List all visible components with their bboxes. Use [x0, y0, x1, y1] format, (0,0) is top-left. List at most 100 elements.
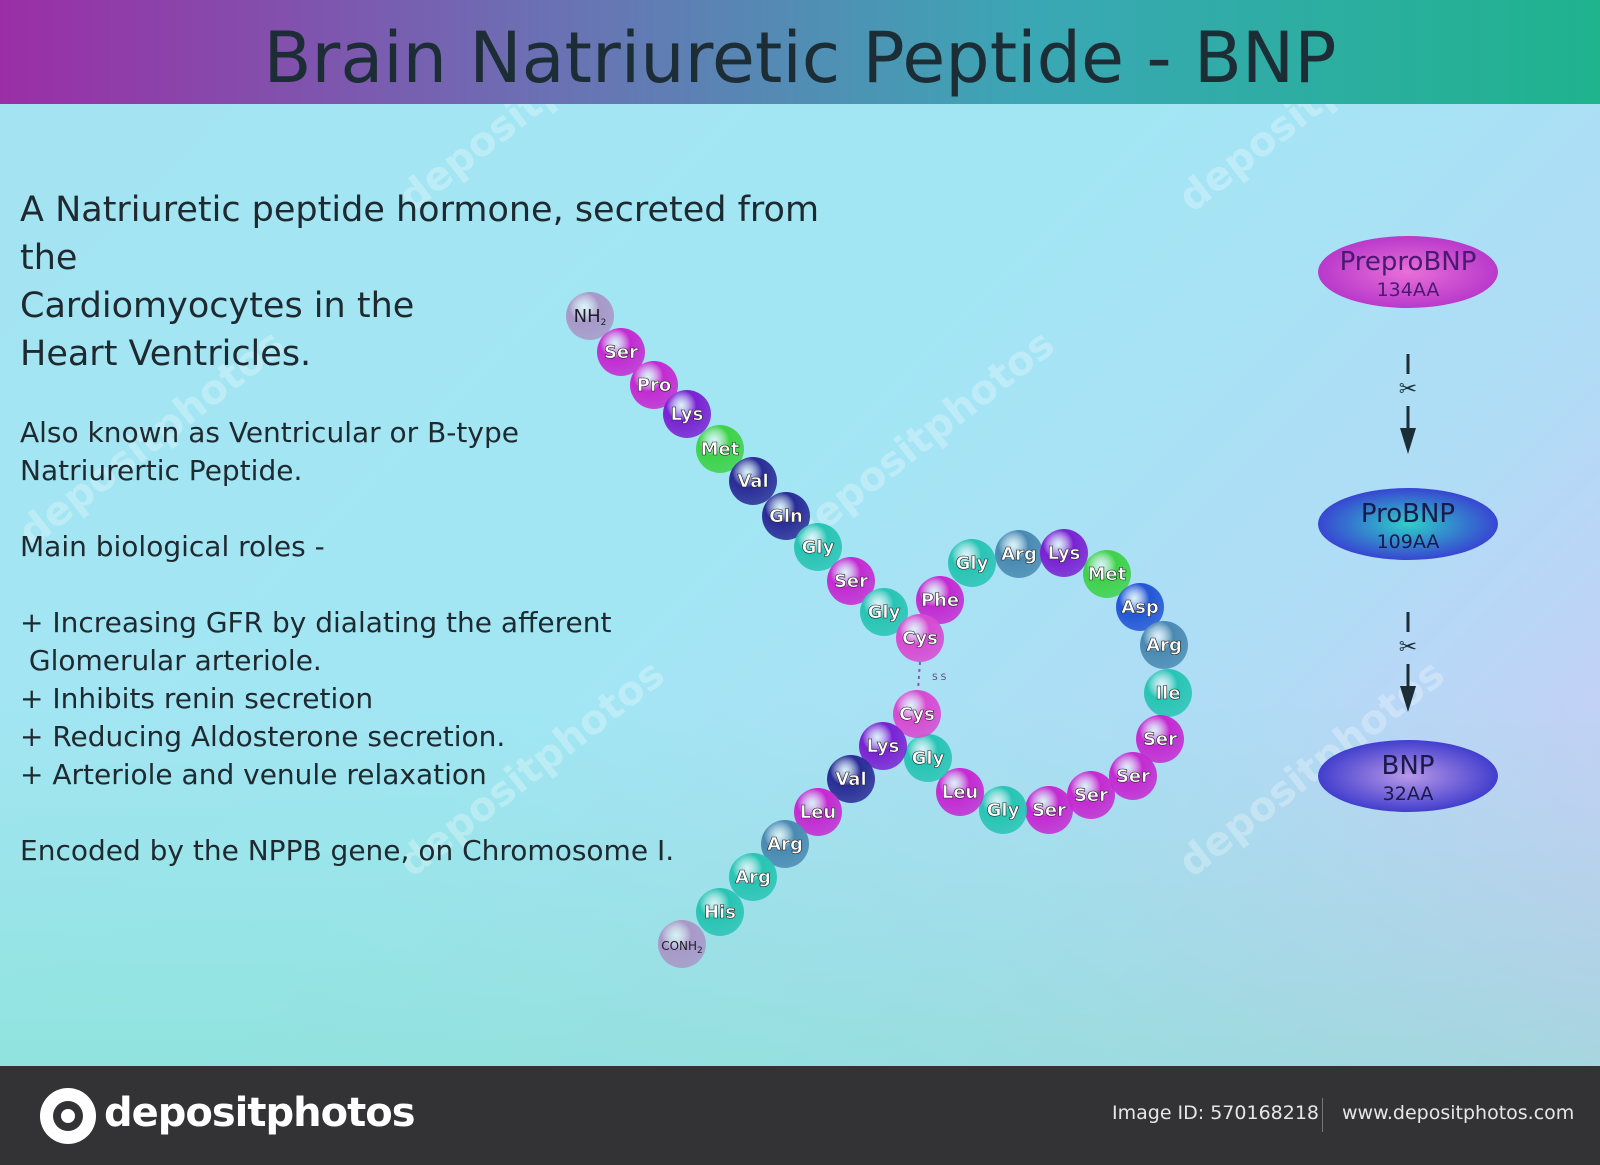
residue-gly-bead	[904, 734, 952, 782]
residue-gly-label: Gly	[802, 537, 835, 558]
residue-val-label: Val	[737, 471, 768, 492]
stage-ellipse-preprobnp	[1318, 236, 1498, 308]
residue-arg-bead	[729, 853, 777, 901]
aka-line: Also known as Ventricular or B-type	[20, 416, 519, 449]
disulfide-bond	[917, 661, 921, 691]
residue-ser-label: Ser	[1116, 766, 1150, 787]
role-item: Glomerular arteriole.	[20, 644, 322, 677]
residue-met-label: Met	[701, 439, 740, 460]
image-id: Image ID: 570168218	[1112, 1102, 1320, 1124]
residue-arg-label: Arg	[735, 867, 771, 888]
residue-gly-label: Gly	[987, 800, 1020, 821]
residue-arg-bead	[761, 820, 809, 868]
n-terminus-label: NH2	[574, 306, 607, 328]
footer-divider	[1322, 1098, 1323, 1132]
role-item: + Inhibits renin secretion	[20, 682, 374, 715]
intro-line: Cardiomyocytes in the	[20, 286, 415, 326]
stage-name: PreproBNP	[1340, 247, 1477, 277]
residue-cys-bead	[896, 614, 944, 662]
residue-gly-bead	[948, 539, 996, 587]
residue-met-bead	[1083, 550, 1131, 598]
role-item: + Increasing GFR by dialating the affere…	[20, 606, 612, 639]
residue-ser-bead	[1136, 715, 1184, 763]
n-terminus-bead	[566, 292, 614, 340]
role-item: + Arteriole and venule relaxation	[20, 758, 487, 791]
residue-phe-label: Phe	[921, 590, 959, 611]
camera-lens-dot-icon	[61, 1109, 75, 1123]
intro-line: A Natriuretic peptide hormone, secreted …	[20, 190, 820, 230]
c-terminus-label: CONH2	[661, 939, 703, 956]
residue-lys-bead	[663, 390, 711, 438]
residue-phe-bead	[916, 576, 964, 624]
residue-cys-bead	[893, 690, 941, 738]
residue-lys-label: Lys	[1048, 543, 1081, 564]
residue-leu-label: Leu	[942, 782, 979, 803]
arrow-head-icon	[1400, 428, 1416, 454]
arrow-head-icon	[1400, 686, 1416, 712]
title-bar	[0, 0, 1600, 104]
residue-val-bead	[827, 755, 875, 803]
residue-gly-label: Gly	[912, 748, 945, 769]
disulfide-label: S S	[932, 673, 947, 683]
stage-name: ProBNP	[1361, 499, 1455, 529]
residue-ser-bead	[1067, 771, 1115, 819]
residue-gln-label: Gln	[769, 506, 803, 527]
residue-ser-bead	[1109, 752, 1157, 800]
residue-ser-label: Ser	[1074, 785, 1108, 806]
site-url[interactable]: www.depositphotos.com	[1342, 1102, 1575, 1124]
scissors-icon: ✂	[1399, 635, 1417, 660]
residue-lys-bead	[1040, 529, 1088, 577]
stage-length: 109AA	[1377, 531, 1440, 553]
residue-arg-bead	[1140, 621, 1188, 669]
residue-pro-bead	[630, 361, 678, 409]
residue-gly-bead	[979, 786, 1027, 834]
residue-his-label: His	[704, 902, 736, 923]
residue-cys-label: Cys	[899, 704, 935, 725]
stage-length: 32AA	[1383, 783, 1434, 805]
scissors-icon: ✂	[1399, 377, 1417, 402]
residue-met-bead	[696, 425, 744, 473]
footer-brand[interactable]: depositphotos	[104, 1090, 416, 1136]
roles-heading: Main biological roles -	[20, 530, 325, 563]
residue-met-label: Met	[1088, 564, 1127, 585]
residue-leu-bead	[794, 788, 842, 836]
residue-arg-label: Arg	[1001, 544, 1037, 565]
residue-ser-label: Ser	[1143, 729, 1177, 750]
intro-line: the	[20, 238, 78, 278]
footer-bar	[0, 1066, 1600, 1165]
stage-name: BNP	[1382, 751, 1435, 781]
residue-leu-bead	[936, 768, 984, 816]
residue-gln-bead	[762, 492, 810, 540]
residue-cys-label: Cys	[902, 628, 938, 649]
c-terminus-bead	[658, 920, 706, 968]
residue-ser-bead	[827, 557, 875, 605]
residue-arg-label: Arg	[1146, 635, 1182, 656]
residue-lys-label: Lys	[867, 736, 900, 757]
residue-ile-label: Ile	[1155, 683, 1180, 704]
encoded-text: Encoded by the NPPB gene, on Chromosome …	[20, 834, 675, 867]
residue-ser-label: Ser	[604, 342, 638, 363]
residue-gly-label: Gly	[956, 553, 989, 574]
role-item: + Reducing Aldosterone secretion.	[20, 720, 506, 753]
residue-gly-label: Gly	[868, 602, 901, 623]
residue-lys-bead	[859, 722, 907, 770]
residue-val-label: Val	[835, 769, 866, 790]
residue-arg-bead	[995, 530, 1043, 578]
residue-lys-label: Lys	[671, 404, 704, 425]
intro-line: Heart Ventricles.	[20, 334, 312, 374]
residue-ile-bead	[1144, 669, 1192, 717]
aka-line: Natriurertic Peptide.	[20, 454, 303, 487]
residue-ser-bead	[597, 328, 645, 376]
residue-pro-label: Pro	[637, 375, 671, 396]
residue-leu-label: Leu	[800, 802, 837, 823]
page-title: Brain Natriuretic Peptide - BNP	[263, 17, 1337, 99]
residue-val-bead	[729, 457, 777, 505]
residue-asp-bead	[1116, 583, 1164, 631]
residue-ser-label: Ser	[834, 571, 868, 592]
residue-asp-label: Asp	[1121, 597, 1159, 618]
residue-ser-label: Ser	[1032, 800, 1066, 821]
residue-gly-bead	[794, 523, 842, 571]
residue-ser-bead	[1025, 786, 1073, 834]
